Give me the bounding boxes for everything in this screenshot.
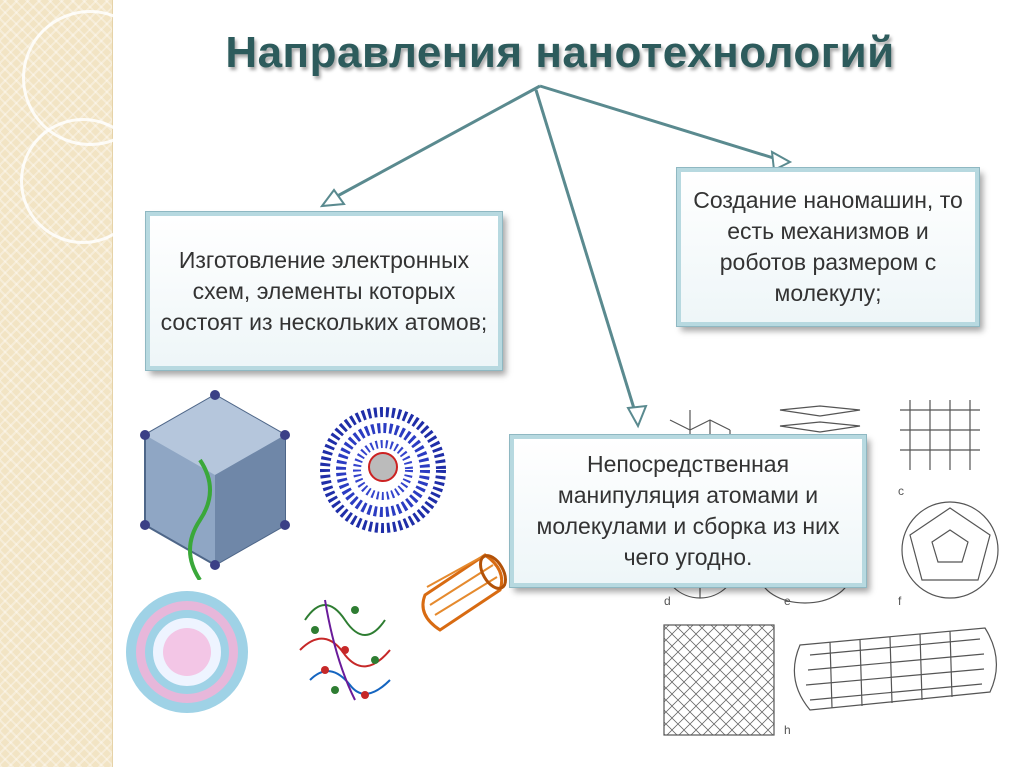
dendrimer-sphere-icon: [320, 407, 446, 533]
box-nanomachines-text: Создание наномашин, то есть механизмов и…: [693, 187, 963, 306]
protein-cluster-icon: [299, 599, 391, 701]
c60-fullerene-icon: [901, 501, 999, 599]
nanocrystal-cube-icon: [140, 390, 290, 580]
panel-letter-d: d: [664, 594, 671, 608]
amorphous-carbon-icon: [663, 624, 775, 736]
panel-letter-h: h: [784, 723, 791, 737]
graphite-sheets-icon: [779, 405, 861, 433]
carbon-nanotube-icon: [793, 627, 998, 711]
arrow-to-manipulation: [534, 89, 638, 416]
decorative-ring-2: [20, 118, 146, 244]
arrowhead-nanomachines: [770, 150, 793, 172]
arrow-to-nanomachines: [539, 84, 781, 162]
box-manipulation-text: Непосредственная манипуляция атомами и м…: [536, 451, 840, 570]
panel-letter-c: c: [898, 484, 904, 498]
lonsdaleite-icon: [900, 400, 980, 470]
slide-title: Направления нанотехнологий: [225, 28, 895, 77]
arrowhead-electronics: [319, 188, 346, 208]
panel-letter-e: e: [784, 594, 791, 608]
arrow-to-electronics: [329, 84, 541, 202]
liposome-icon: [126, 591, 248, 713]
arrowhead-manipulation: [626, 404, 648, 429]
box-electronics-text: Изготовление электронных схем, элементы …: [160, 246, 488, 335]
box-manipulation: Непосредственная манипуляция атомами и м…: [509, 434, 867, 588]
nanotube-orange-icon: [421, 553, 507, 632]
box-electronics: Изготовление электронных схем, элементы …: [145, 211, 503, 371]
box-nanomachines: Создание наномашин, то есть механизмов и…: [676, 167, 980, 327]
panel-letter-f: f: [898, 594, 902, 608]
